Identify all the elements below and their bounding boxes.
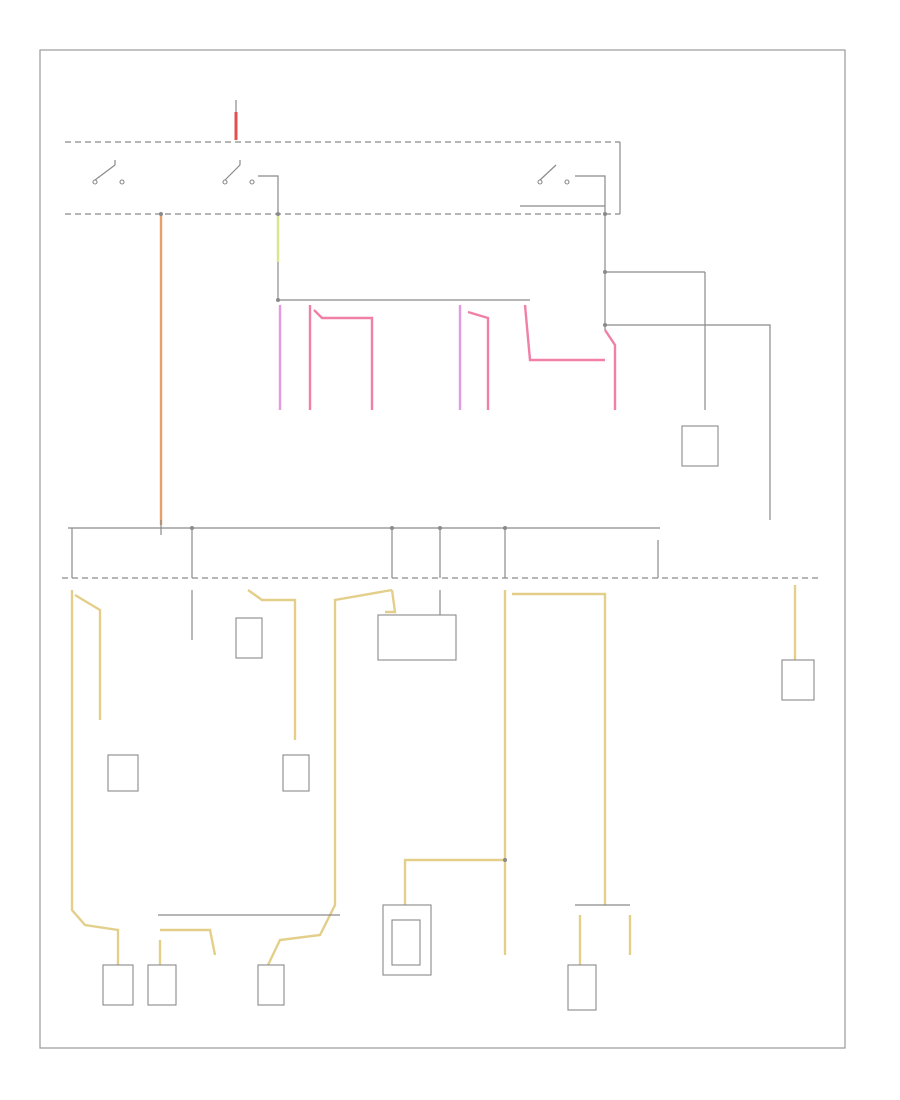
upper-circuits	[276, 214, 771, 520]
lower-circuits	[70, 585, 815, 1011]
diagram-frame	[39, 49, 846, 1049]
connection-nodes	[159, 212, 607, 862]
ignition-switch	[65, 141, 621, 215]
middle-bus	[62, 527, 820, 579]
